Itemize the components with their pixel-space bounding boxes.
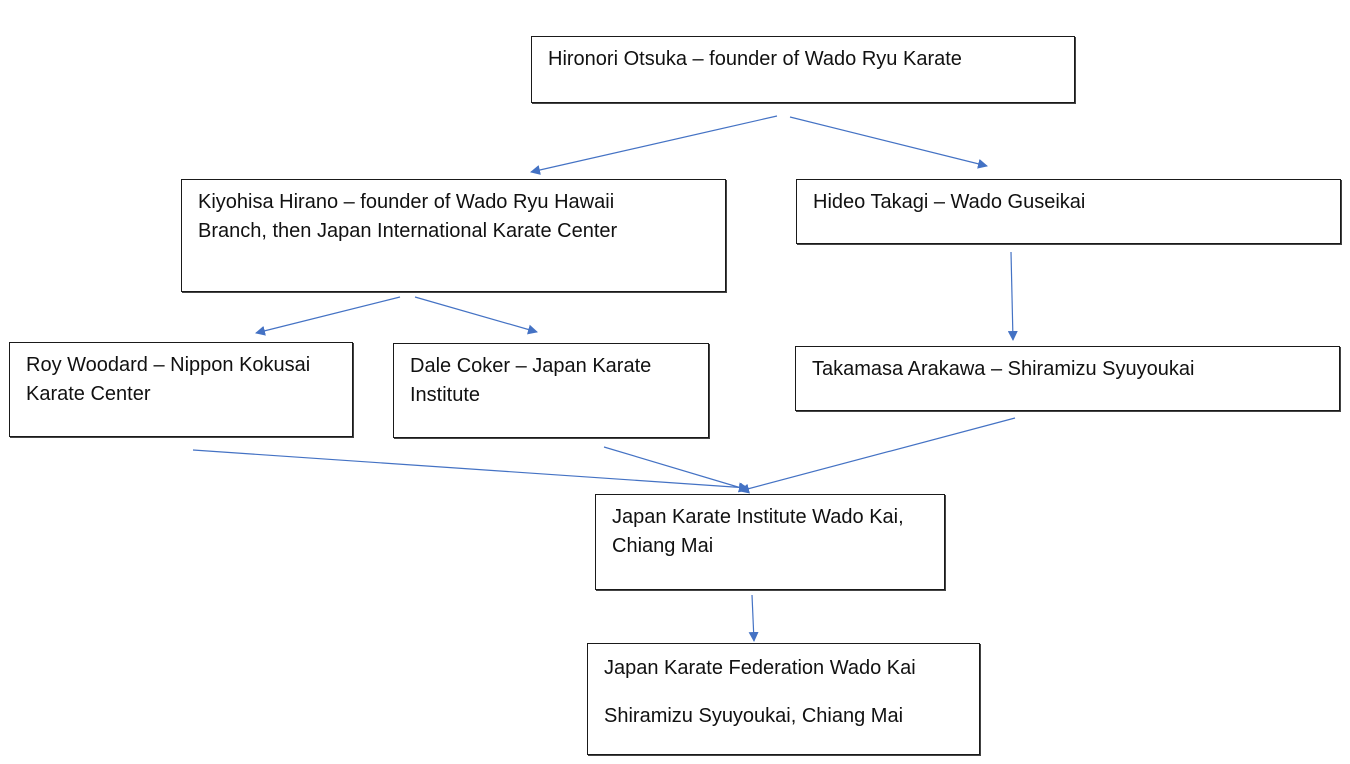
node-takamasa-arakawa: Takamasa Arakawa – Shiramizu Syuyoukai — [795, 346, 1340, 411]
arrow-otsuka-to-hirano — [530, 115, 778, 175]
node-label-line: Dale Coker – Japan Karate — [410, 355, 652, 377]
node-label-line: Chiang Mai — [612, 535, 714, 557]
arrow-jki-to-jkf — [748, 594, 759, 642]
node-label-line: Kiyohisa Hirano – founder of Wado Ryu Ha… — [198, 191, 615, 213]
arrow-hirano-to-woodard — [255, 296, 401, 336]
node-roy-woodard: Roy Woodard – Nippon Kokusai Karate Cent… — [9, 342, 353, 437]
node-label-line: Japan Karate Institute Wado Kai, — [612, 506, 904, 528]
node-label-line: Hironori Otsuka – founder of Wado Ryu Ka… — [548, 48, 962, 70]
arrow-otsuka-to-takagi — [789, 116, 988, 169]
node-label-line: Japan Karate Federation Wado Kai — [604, 657, 916, 679]
arrow-hirano-to-coker — [414, 296, 538, 335]
arrow-arakawa-to-jki — [739, 417, 1016, 494]
node-dale-coker: Dale Coker – Japan Karate Institute — [393, 343, 709, 438]
node-hideo-takagi: Hideo Takagi – Wado Guseikai — [796, 179, 1341, 244]
node-japan-karate-institute-chiang-mai: Japan Karate Institute Wado Kai, Chiang … — [595, 494, 945, 590]
node-label-line: Institute — [410, 384, 481, 406]
arrow-woodard-to-jki — [192, 449, 749, 493]
node-hironori-otsuka: Hironori Otsuka – founder of Wado Ryu Ka… — [531, 36, 1075, 103]
node-label-line: Roy Woodard – Nippon Kokusai — [26, 354, 311, 376]
arrow-takagi-to-arakawa — [1007, 251, 1018, 341]
node-label-line: Takamasa Arakawa – Shiramizu Syuyoukai — [812, 358, 1195, 380]
node-label-line: Shiramizu Syuyoukai, Chiang Mai — [604, 705, 904, 727]
node-label-line: Hideo Takagi – Wado Guseikai — [813, 191, 1086, 213]
node-label-line: Branch, then Japan International Karate … — [198, 220, 618, 242]
node-japan-karate-federation-chiang-mai: Japan Karate Federation Wado Kai Shirami… — [587, 643, 980, 755]
arrow-coker-to-jki — [603, 446, 749, 493]
node-kiyohisa-hirano: Kiyohisa Hirano – founder of Wado Ryu Ha… — [181, 179, 726, 292]
node-label-line: Karate Center — [26, 383, 151, 405]
